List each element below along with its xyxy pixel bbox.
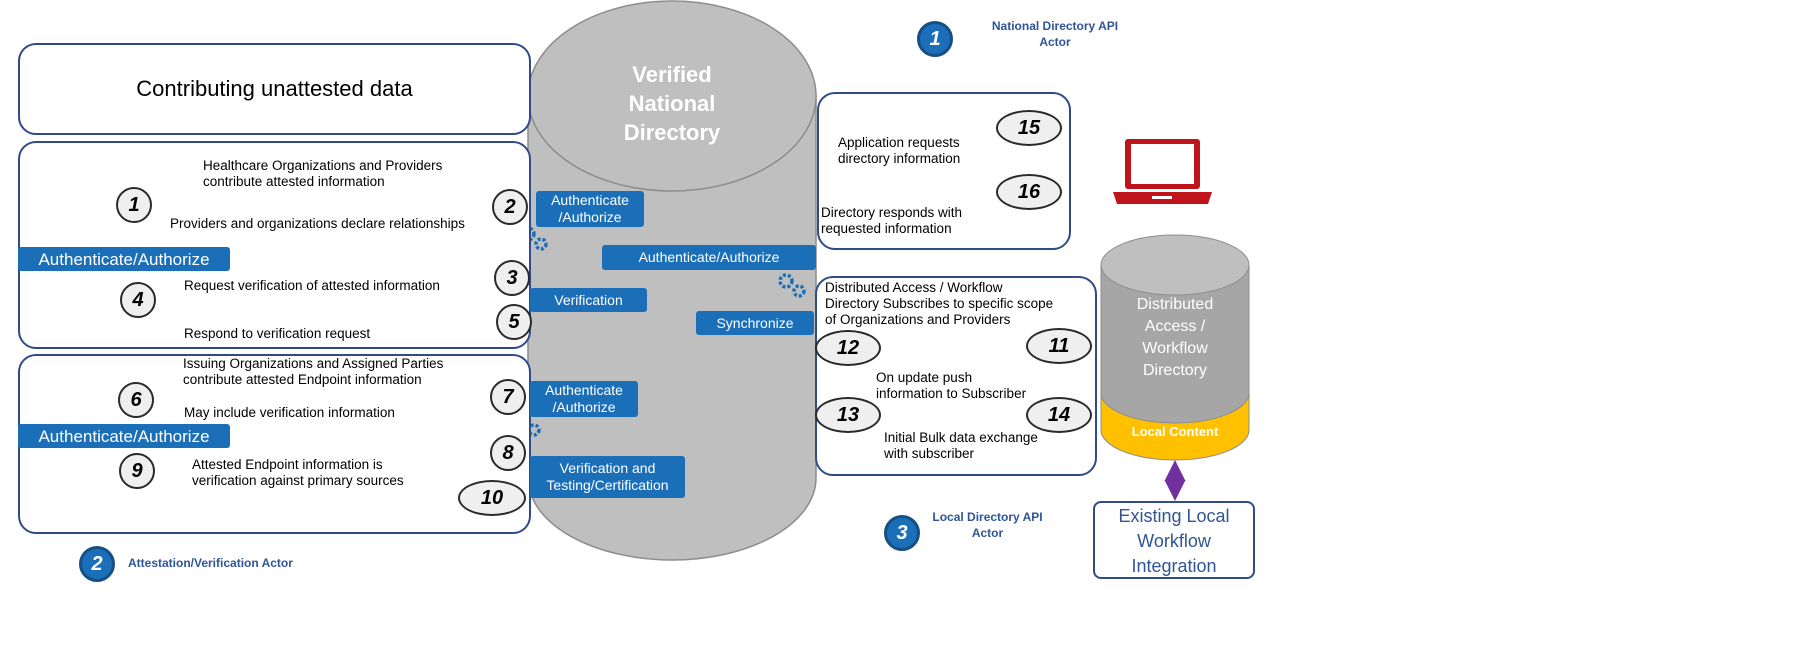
step-2: 2 bbox=[492, 189, 528, 225]
verification-box: Verification bbox=[530, 288, 647, 312]
distributed-directory-line4: Directory bbox=[1142, 362, 1207, 379]
step-9: 9 bbox=[119, 453, 155, 489]
local-content-label: Local Content bbox=[1131, 424, 1219, 439]
label-issuing-line1: Issuing Organizations and Assigned Parti… bbox=[183, 356, 444, 371]
actor-2-badge: 2 bbox=[79, 546, 115, 582]
label-bulk: Initial Bulk data exchange with subscrib… bbox=[884, 430, 1038, 462]
actor-2-label: Attestation/Verification Actor bbox=[128, 556, 293, 570]
step-11: 11 bbox=[1026, 328, 1092, 364]
label-dir-responds-line1: Directory responds with bbox=[821, 205, 963, 220]
vnd-title-line3: Directory bbox=[623, 120, 721, 145]
step-8: 8 bbox=[490, 435, 526, 471]
existing-line3: Integration bbox=[1131, 556, 1217, 576]
step-1: 1 bbox=[116, 187, 152, 223]
existing-line2: Workflow bbox=[1137, 531, 1211, 551]
label-may-include: May include verification information bbox=[184, 405, 395, 420]
auth-box-1: Authenticate /Authorize bbox=[536, 191, 644, 227]
actor-3-label-line2: Actor bbox=[971, 526, 1004, 540]
distributed-directory-line2: Access / bbox=[1144, 318, 1206, 335]
step-3: 3 bbox=[494, 260, 530, 296]
contributing-panel: Contributing unattested data bbox=[18, 43, 531, 135]
existing-integration-title: Existing Local Workflow Integration bbox=[1093, 504, 1255, 579]
label-app-requests: Application requests directory informati… bbox=[838, 135, 960, 167]
actor-3-label-line1: Local Directory API bbox=[932, 510, 1043, 524]
actor-1-label-line1: National Directory API bbox=[991, 19, 1119, 33]
auth-box-2-line1: Authenticate bbox=[545, 382, 623, 398]
existing-line1: Existing Local bbox=[1118, 506, 1230, 526]
distributed-directory-cylinder bbox=[1100, 234, 1250, 461]
existing-integration-panel bbox=[1093, 501, 1255, 579]
label-issuing-line2: contribute attested Endpoint information bbox=[183, 372, 422, 387]
auth-box-1-line2: /Authorize bbox=[558, 209, 622, 225]
label-app-requests-line1: Application requests bbox=[838, 135, 960, 150]
label-request-verification: Request verification of attested informa… bbox=[184, 278, 440, 293]
verification-testing-line2: Testing/Certification bbox=[546, 477, 669, 493]
vnd-title-line1: Verified bbox=[632, 62, 712, 87]
vnd-title: Verified National Directory bbox=[590, 60, 754, 147]
step-6: 6 bbox=[118, 382, 154, 418]
label-dir-responds-line2: requested information bbox=[821, 221, 952, 236]
step-15: 15 bbox=[996, 110, 1062, 146]
step-10: 10 bbox=[458, 480, 526, 516]
attestation-panel-top bbox=[18, 141, 531, 349]
step-16: 16 bbox=[996, 174, 1062, 210]
auth-bar-bottom: Authenticate/Authorize bbox=[18, 424, 230, 448]
laptop-icon bbox=[1113, 139, 1212, 204]
label-respond-verification: Respond to verification request bbox=[184, 326, 371, 341]
label-push-line1: On update push bbox=[876, 370, 973, 385]
local-api-panel bbox=[815, 276, 1097, 476]
verification-testing-line1: Verification and bbox=[559, 460, 656, 476]
actor-1-label-line2: Actor bbox=[1039, 35, 1071, 49]
verification-testing-box: Verification and Testing/Certification bbox=[530, 456, 685, 498]
label-distributed-subscribes: Distributed Access / Workflow Directory … bbox=[825, 280, 1053, 328]
label-push: On update push information to Subscriber bbox=[876, 370, 1026, 402]
label-dir-responds: Directory responds with requested inform… bbox=[821, 205, 962, 237]
label-bulk-line1: Initial Bulk data exchange bbox=[884, 430, 1038, 445]
step-14: 14 bbox=[1026, 397, 1092, 433]
label-hc-line1: Healthcare Organizations and Providers bbox=[203, 158, 443, 173]
distributed-directory-line3: Workflow bbox=[1142, 340, 1208, 357]
label-attested-line2: verification against primary sources bbox=[192, 473, 404, 488]
label-attested-line1: Attested Endpoint information is bbox=[192, 457, 383, 472]
actor-1-label: National Directory API Actor bbox=[980, 18, 1130, 50]
auth-box-wide: Authenticate/Authorize bbox=[602, 245, 816, 270]
label-bulk-line2: with subscriber bbox=[884, 446, 975, 461]
actor-3-label: Local Directory API Actor bbox=[920, 509, 1055, 541]
auth-box-2-line2: /Authorize bbox=[552, 399, 616, 415]
label-distributed-line3: of Organizations and Providers bbox=[825, 312, 1011, 327]
label-distributed-line2: Directory Subscribes to specific scope bbox=[825, 296, 1054, 311]
auth-bar-top: Authenticate/Authorize bbox=[18, 247, 230, 271]
synchronize-box: Synchronize bbox=[696, 311, 814, 335]
step-7: 7 bbox=[490, 379, 526, 415]
label-app-requests-line2: directory information bbox=[838, 151, 961, 166]
distributed-directory-line1: Distributed bbox=[1136, 296, 1214, 313]
label-distributed-line1: Distributed Access / Workflow bbox=[825, 280, 1003, 295]
actor-3-badge: 3 bbox=[884, 515, 920, 551]
step-4: 4 bbox=[120, 282, 156, 318]
label-attested: Attested Endpoint information is verific… bbox=[192, 457, 404, 489]
step-5: 5 bbox=[496, 304, 532, 340]
national-api-panel bbox=[817, 92, 1071, 250]
label-issuing: Issuing Organizations and Assigned Parti… bbox=[183, 356, 443, 388]
step-13: 13 bbox=[815, 397, 881, 433]
label-hc: Healthcare Organizations and Providers c… bbox=[203, 158, 442, 190]
label-hc-line2: contribute attested information bbox=[203, 174, 385, 189]
auth-box-1-line1: Authenticate bbox=[551, 192, 629, 208]
actor-1-badge: 1 bbox=[917, 21, 953, 57]
label-declare: Providers and organizations declare rela… bbox=[170, 216, 465, 231]
distributed-directory-title: Distributed Access / Workflow Directory bbox=[1101, 294, 1249, 382]
label-push-line2: information to Subscriber bbox=[876, 386, 1027, 401]
step-12: 12 bbox=[815, 330, 881, 366]
contributing-title: Contributing unattested data bbox=[136, 76, 413, 101]
auth-box-2: Authenticate /Authorize bbox=[530, 381, 638, 417]
vnd-title-line2: National bbox=[628, 91, 716, 116]
